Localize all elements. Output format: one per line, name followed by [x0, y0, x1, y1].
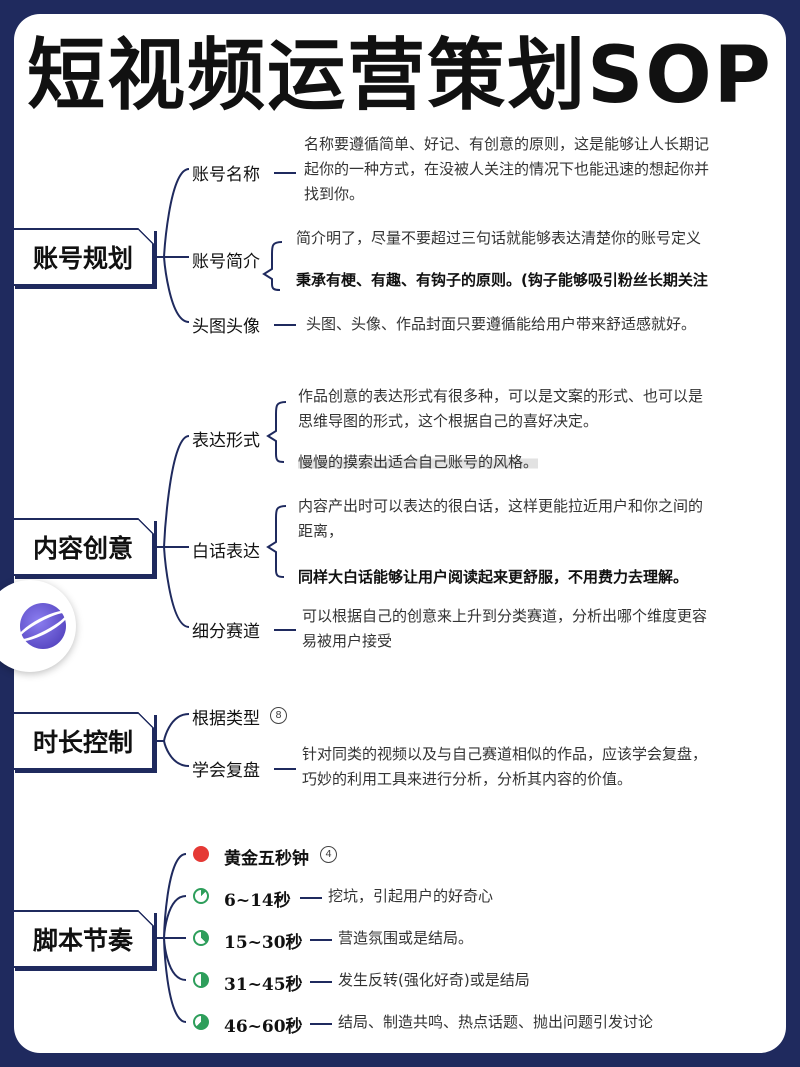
node-content-plain: 白话表达 [192, 542, 260, 562]
account-intro-desc: 简介明了，尽量不要超过三句话就能够表达清楚你的账号定义 [296, 229, 702, 247]
script-46-60-desc: 结局、制造共鸣、热点话题、抛出问题引发讨论 [338, 1013, 654, 1031]
connector-dash [310, 1023, 332, 1025]
node-script-31-45: 31~45秒 [224, 975, 303, 995]
connector-duration [154, 713, 190, 767]
count-badge: 8 [270, 707, 287, 724]
page-title: 短视频运营策划SOP [27, 31, 773, 121]
content-form-highlight: 慢慢的摸索出适合自己账号的风格。 [298, 453, 539, 471]
content-plain-desc: 内容产出时可以表达的很白话，这样更能拉近用户和你之间的 距离， [298, 497, 704, 540]
connector-content [154, 435, 190, 628]
section-account-title: 账号规划 [14, 228, 154, 286]
duration-review-desc: 针对同类的视频以及与自己赛道相似的作品，应该学会复盘， 巧妙的利用工具来进行分析… [302, 745, 708, 788]
connector-dash [274, 172, 296, 174]
planet-icon [20, 603, 66, 649]
account-intro-emphasis: 秉承有梗、有趣、有钩子的原则。(钩子能够吸引粉丝长期关注 [296, 271, 708, 289]
node-account-avatar: 头图头像 [192, 317, 260, 337]
section-script-title: 脚本节奏 [14, 910, 154, 968]
connector-dash [274, 629, 296, 631]
connector-dash [274, 324, 296, 326]
progress-pie-icon [193, 972, 209, 988]
count-badge: 4 [320, 846, 337, 863]
node-account-intro: 账号简介 [192, 252, 260, 272]
node-script-6-14: 6~14秒 [224, 891, 291, 911]
script-31-45-desc: 发生反转(强化好奇)或是结局 [338, 971, 530, 989]
account-name-desc: 名称要遵循简单、好记、有创意的原则，这是能够让人长期记 起你的一种方式，在没被人… [304, 135, 710, 203]
content-niche-desc: 可以根据自己的创意来上升到分类赛道，分析出哪个维度更容 易被用户接受 [302, 607, 708, 650]
script-6-14-desc: 挖坑，引起用户的好奇心 [328, 887, 494, 905]
node-content-form: 表达形式 [192, 431, 260, 451]
connector-dash [310, 981, 332, 983]
brace-content-form [266, 401, 287, 463]
red-dot-icon [193, 846, 209, 862]
node-account-name: 账号名称 [192, 165, 260, 185]
content-form-desc: 作品创意的表达形式有很多种，可以是文案的形式、也可以是 思维导图的形式，这个根据… [298, 387, 704, 430]
node-duration-review: 学会复盘 [192, 761, 260, 781]
account-avatar-desc: 头图、头像、作品封面只要遵循能给用户带来舒适感就好。 [306, 315, 697, 333]
connector-dash [310, 939, 332, 941]
connector-dash [274, 768, 296, 770]
progress-pie-icon [193, 888, 209, 904]
node-content-niche: 细分赛道 [192, 622, 260, 642]
section-duration-title: 时长控制 [14, 712, 154, 770]
connector-dash [300, 897, 322, 899]
node-script-15-30: 15~30秒 [224, 933, 303, 953]
section-content-title: 内容创意 [14, 518, 154, 576]
poster-card: 短视频运营策划SOP 账号规划 账号名称 名称要遵循简单、好记、有创意的原则，这… [14, 14, 786, 1053]
mindmap-connectors [154, 168, 287, 1023]
brace-account-intro [262, 241, 283, 291]
node-duration-type: 根据类型 [192, 709, 260, 729]
script-15-30-desc: 营造氛围或是结局。 [338, 929, 474, 947]
node-script-golden: 黄金五秒钟 [224, 849, 309, 869]
progress-pie-icon [193, 930, 209, 946]
progress-pie-icon [193, 1014, 209, 1030]
connector-account [154, 168, 190, 323]
content-plain-emphasis: 同样大白话能够让用户阅读起来更舒服，不用费力去理解。 [298, 568, 689, 586]
brace-content-plain [266, 505, 287, 578]
node-script-46-60: 46~60秒 [224, 1017, 303, 1037]
app-logo-badge[interactable] [0, 580, 76, 672]
connector-script [154, 853, 187, 1023]
